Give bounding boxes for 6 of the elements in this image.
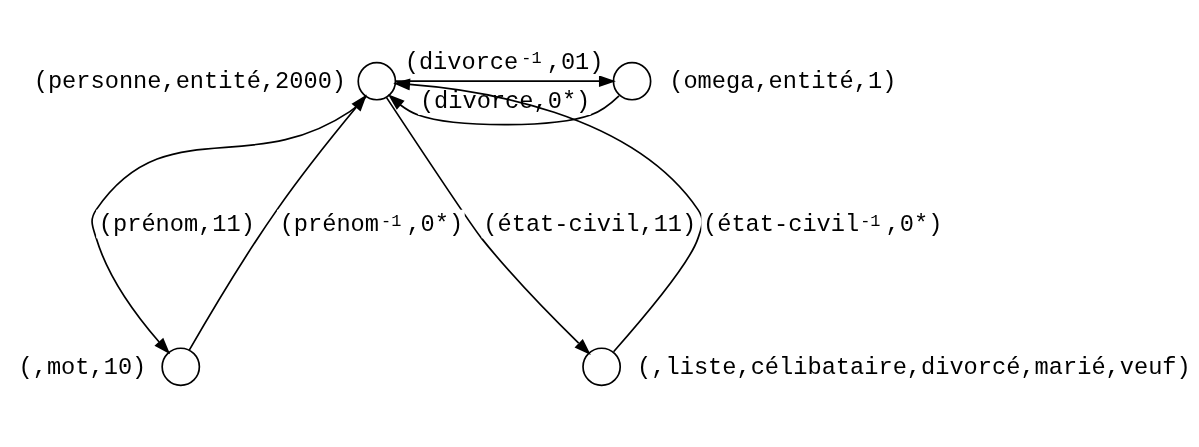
node-label: (personne,entité,2000) (33, 67, 347, 95)
node-label: (,mot,10) (18, 353, 147, 381)
edge-label: (prénom,11) (98, 210, 255, 238)
node-label: (omega,entité,1) (669, 67, 897, 95)
node-label: (,liste,célibataire,divorcé,marié,veuf) (637, 353, 1191, 381)
edge-label: (état-civil,11) (483, 210, 697, 238)
